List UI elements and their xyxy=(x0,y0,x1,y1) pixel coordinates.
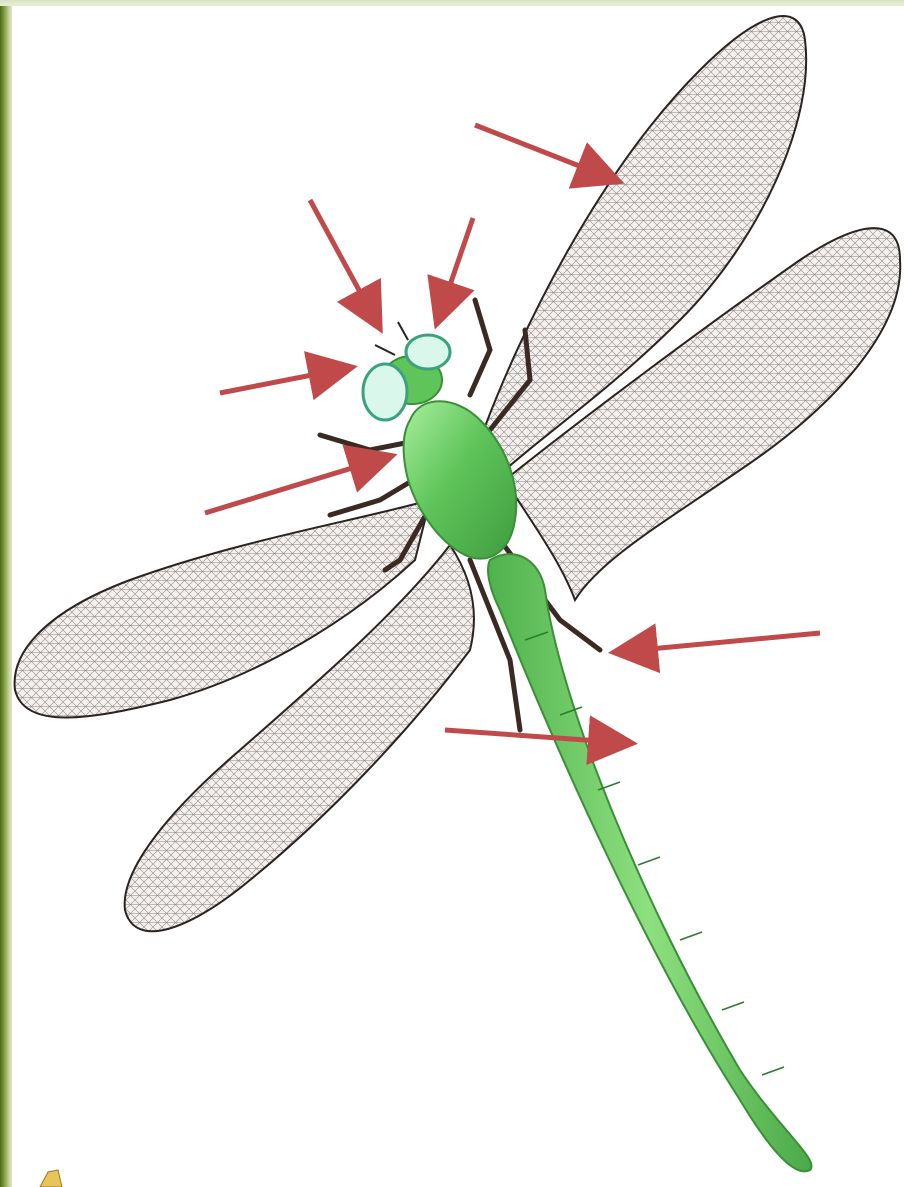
compound-eye-right xyxy=(406,335,450,369)
antenna-right-arrow xyxy=(438,218,473,320)
antennae xyxy=(375,322,408,355)
cursor-icon xyxy=(40,1170,62,1187)
compound-eye-left xyxy=(363,364,407,420)
wing-arrow xyxy=(475,125,615,180)
leg-arrow xyxy=(618,633,820,652)
eye-arrow xyxy=(220,368,348,393)
abdomen-arrow xyxy=(445,730,628,743)
antenna-left-arrow xyxy=(310,200,378,325)
